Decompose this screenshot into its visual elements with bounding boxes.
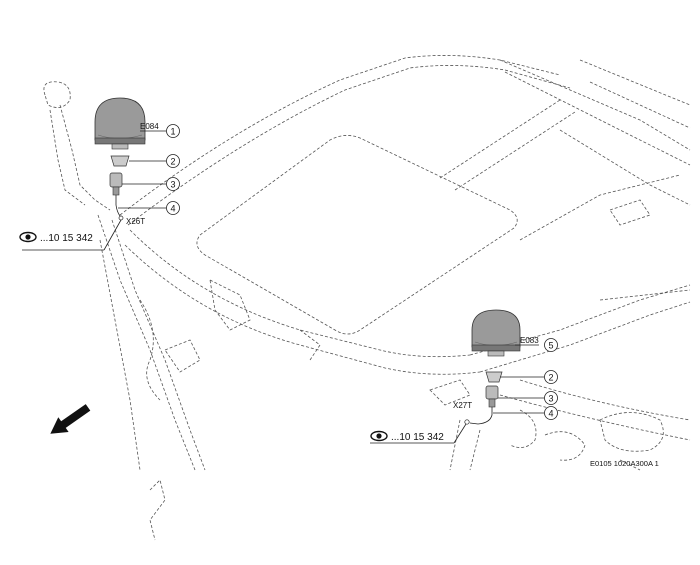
- eye-icon: [19, 231, 37, 243]
- svg-text:2: 2: [548, 373, 553, 383]
- beacon-E083: [471, 309, 521, 357]
- callout-5: 5: [544, 338, 558, 352]
- callout-2-right: 2: [544, 370, 558, 384]
- callout-2-left: 2: [166, 154, 180, 168]
- cable-left: [115, 195, 124, 221]
- label-E083: E083: [520, 336, 539, 345]
- mount-base-right: [485, 385, 499, 408]
- svg-text:1: 1: [170, 127, 175, 137]
- svg-text:4: 4: [548, 409, 553, 419]
- svg-text:5: 5: [548, 341, 553, 351]
- reference-left: ...10 15 342: [40, 233, 93, 244]
- label-X27T: X27T: [453, 401, 472, 410]
- svg-text:3: 3: [548, 394, 553, 404]
- callout-1: 1: [166, 124, 180, 138]
- reference-right: ...10 15 342: [391, 432, 444, 443]
- label-X26T: X26T: [126, 217, 145, 226]
- seal-part-right: [485, 371, 503, 383]
- callout-4-right: 4: [544, 406, 558, 420]
- leader-lines-right: [370, 344, 544, 444]
- beacon-E084: [94, 97, 146, 150]
- arrow-icon: [50, 404, 91, 434]
- svg-text:4: 4: [170, 204, 175, 214]
- eye-icon: [370, 430, 388, 442]
- callout-4-left: 4: [166, 201, 180, 215]
- callout-3-right: 3: [544, 391, 558, 405]
- mount-base-left: [109, 172, 123, 196]
- label-E084: E084: [140, 122, 159, 131]
- svg-text:2: 2: [170, 157, 175, 167]
- cable-right: [464, 407, 493, 425]
- figure-id: E0105 1020A300A 1: [590, 459, 659, 468]
- svg-text:3: 3: [170, 180, 175, 190]
- callout-3-left: 3: [166, 177, 180, 191]
- seal-part-left: [110, 155, 130, 167]
- leader-lines-left: [22, 130, 166, 251]
